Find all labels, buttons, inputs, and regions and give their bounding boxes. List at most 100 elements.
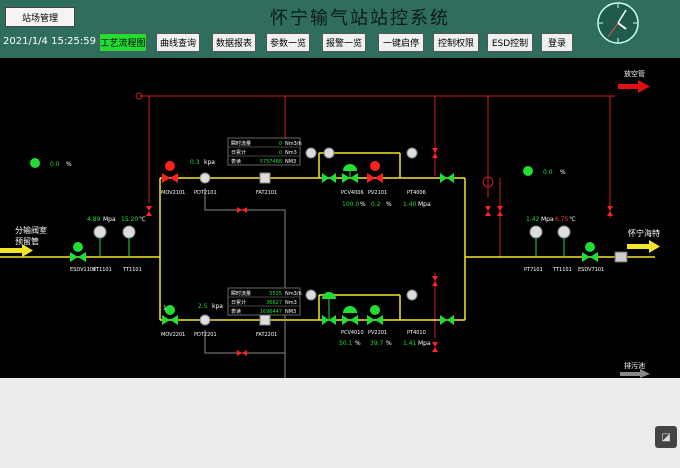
line2-flow-panel: 瞬时流量 日累计 表读 5535 36627 1696447 Nm3/h Nm3… (227, 287, 302, 316)
line1-flow-label: 瞬时流量 (231, 140, 251, 147)
line1-pressure-unit: kpa (204, 159, 215, 166)
pt1101-gauge-icon[interactable] (93, 225, 107, 257)
line2-pressure-value: 2.5 (198, 303, 208, 310)
inlet-label-2: 预留管 (15, 236, 39, 246)
nav-parameters-button[interactable]: 参数一览 (266, 33, 310, 52)
header-bar: 站场管理 怀宁输气站站控系统 2021/1/4 15:25:59 工艺流程图 曲… (0, 0, 680, 58)
line1-flow-label: 表读 (231, 158, 241, 165)
gauge-top-value: 0.0 (50, 161, 60, 168)
nav-login-button[interactable]: 登录 (541, 33, 573, 52)
line2-small-valve-icon[interactable] (322, 315, 454, 325)
outlet-label: 怀宁海特 (628, 228, 660, 238)
pt7101-unit: Mpa (541, 216, 554, 223)
process-flow-canvas: 放空管 分输阀室 预留管 怀宁海特 排污池 0.0 (0, 69, 660, 378)
line1-flow-value: 0 (279, 150, 282, 156)
pcv4006-unit: % (360, 201, 366, 208)
pv2201-label: PV2201 (368, 330, 387, 336)
station-management-button[interactable]: 站场管理 (5, 7, 75, 27)
line1-pressure-value: 0.3 (190, 159, 200, 166)
nav-data-report-button[interactable]: 数据报表 (212, 33, 256, 52)
process-flow-diagram: 放空管 分输阀室 预留管 怀宁海特 排污池 0.0 (0, 58, 680, 378)
pdt2101-label: PDT2101 (194, 190, 217, 196)
pdt2201-gauge-icon[interactable] (199, 314, 211, 326)
inlet-arrow-icon (0, 244, 33, 257)
pdt2201-label: PDT2201 (194, 332, 217, 338)
tt7101-label: TT1101 (552, 267, 572, 273)
page-title: 怀宁输气站站控系统 (270, 8, 450, 29)
drain-arrow-icon (620, 369, 650, 378)
nav-curve-query-button[interactable]: 曲线查询 (156, 33, 200, 52)
grey-pipeline (204, 188, 286, 378)
line1-flow-label: 日累计 (231, 149, 246, 156)
pt4010-value: 1.41 (403, 340, 417, 347)
mov2201-label: MOV2201 (161, 332, 185, 338)
line2-flow-unit: NM3 (285, 309, 296, 315)
pv2101-label: PV2101 (368, 190, 387, 196)
nav-control-authority-button[interactable]: 控制权限 (433, 33, 479, 52)
level-gauge-right-icon (523, 166, 533, 176)
fat2101-flowmeter-icon[interactable] (259, 172, 271, 184)
pcv4010-valve-icon[interactable] (322, 292, 358, 325)
esdv7101-valve-icon[interactable] (582, 242, 598, 262)
nav-esd-control-button[interactable]: ESD控制 (487, 33, 533, 52)
outlet-flange-icon (614, 251, 628, 263)
nav-one-key-start-stop-button[interactable]: 一键启停 (378, 33, 424, 52)
pt4010-unit: Mpa (418, 340, 431, 347)
pt1101-label: PT1101 (93, 267, 112, 273)
nav-alarms-button[interactable]: 报警一览 (322, 33, 366, 52)
vent-valve-icon[interactable] (146, 148, 613, 356)
tt1101-gauge-icon[interactable] (122, 225, 136, 257)
line1-flow-value: 0 (279, 141, 282, 147)
pt4010-label: PT4010 (407, 330, 426, 336)
line1-flow-unit: Nm3/h (285, 141, 302, 147)
tt1101-value: 15.20 (121, 216, 138, 223)
line1-gauge-icon[interactable] (305, 147, 418, 159)
tt1101-unit: ℃ (139, 216, 146, 223)
esdv1101-label: ESDV1101 (70, 267, 96, 273)
pv2201-unit: % (386, 340, 392, 347)
line1-flow-unit: NM3 (285, 159, 296, 165)
safety-valve-icon[interactable] (482, 176, 494, 188)
tt7101-unit: ℃ (569, 216, 576, 223)
mov2101-valve-icon[interactable] (162, 161, 178, 183)
mov2201-value: 1 (163, 305, 167, 312)
pt7101-gauge-icon[interactable] (529, 225, 543, 257)
pv2101-valve-icon[interactable] (367, 161, 383, 183)
line1-flow-panel: 瞬时流量 日累计 表读 0 0 5757488 Nm3/h Nm3 NM3 (227, 137, 302, 166)
pcv4006-valve-icon[interactable] (342, 164, 358, 183)
fat2101-label: FAT2101 (256, 190, 277, 196)
pv2101-unit: % (386, 201, 392, 208)
nav-process-flow-button[interactable]: 工艺流程图 (99, 33, 147, 52)
mov2201-valve-icon[interactable] (162, 305, 178, 325)
pcv4010-unit: % (355, 340, 361, 347)
mov2101-label: MOV2101 (161, 190, 185, 196)
pt4006-value: 1.40 (403, 201, 417, 208)
esdv1101-valve-icon[interactable] (70, 242, 86, 262)
pt4006-label: PT4006 (407, 190, 426, 196)
fat2201-flowmeter-icon[interactable] (259, 314, 271, 326)
minimize-icon[interactable]: ◪ (655, 426, 677, 448)
line2-flow-value: 1696447 (260, 309, 282, 315)
gauge-right-unit: % (560, 169, 566, 176)
vent-label: 放空管 (624, 69, 645, 78)
line2-flow-label: 瞬时流量 (231, 290, 251, 297)
line1-small-valve-icon[interactable] (322, 173, 454, 183)
pcv4006-value: 100.0 (342, 201, 359, 208)
line2-flow-unit: Nm3 (285, 300, 297, 306)
pdt2101-gauge-icon[interactable] (199, 172, 211, 184)
gauge-top-unit: % (66, 161, 72, 168)
datetime-display: 2021/1/4 15:25:59 (3, 36, 97, 47)
gauge-right-value: 0.0 (543, 169, 553, 176)
line2-flow-label: 表读 (231, 308, 241, 315)
drain-label: 排污池 (624, 361, 645, 370)
level-gauge-top-icon (30, 158, 40, 168)
analog-clock-icon (597, 2, 639, 44)
pcv4006-label: PCV4006 (341, 190, 364, 196)
tt7101-gauge-icon[interactable] (557, 225, 571, 257)
pv2201-valve-icon[interactable] (367, 305, 383, 325)
inlet-label-1: 分输阀室 (15, 225, 47, 235)
pv2201-value: 39.7 (370, 340, 384, 347)
line2-gauge-icon[interactable] (305, 289, 418, 301)
footer-area (0, 378, 680, 468)
pcv4010-value: 50.1 (339, 340, 353, 347)
